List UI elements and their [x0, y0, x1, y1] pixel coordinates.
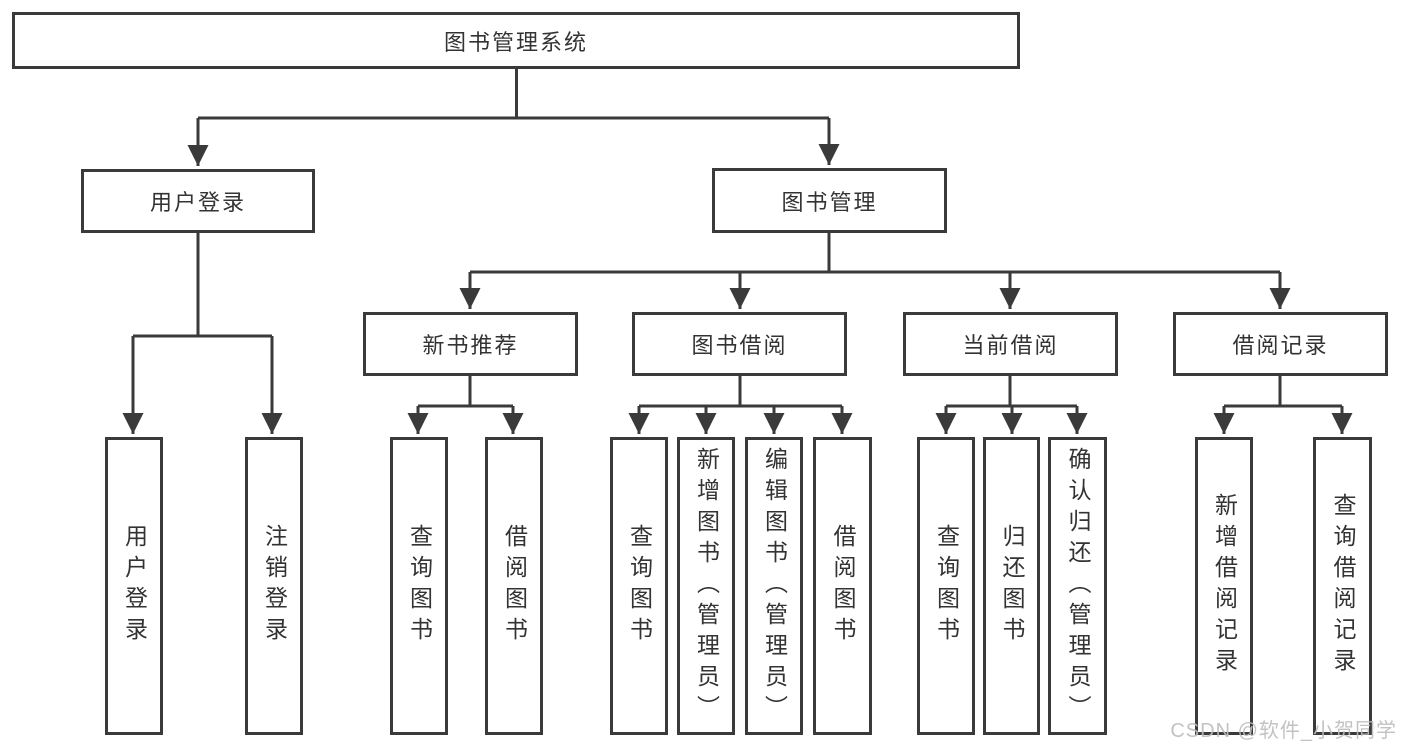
leaf-query-borrow-record: 查询借阅记录	[1313, 437, 1372, 735]
leaf-user-login: 用户登录	[105, 437, 163, 735]
node-user-login: 用户登录	[81, 169, 315, 233]
csdn-watermark: CSDN @软件_小贺同学	[1170, 720, 1397, 742]
node-current-borrow: 当前借阅	[903, 312, 1118, 376]
leaf-logout: 注销登录	[245, 437, 303, 735]
leaf-borrow-books: 借阅图书	[813, 437, 872, 735]
leaf-add-borrow-record: 新增借阅记录	[1195, 437, 1253, 735]
node-book-borrow: 图书借阅	[632, 312, 847, 376]
leaf-edit-book-admin: 编辑图书（管理员）	[745, 437, 803, 735]
leaf-query-books-current: 查询图书	[917, 437, 975, 735]
leaf-query-books-recommend: 查询图书	[390, 437, 448, 735]
leaf-query-books-borrow: 查询图书	[610, 437, 668, 735]
node-new-book-recommend: 新书推荐	[363, 312, 578, 376]
leaf-return-book: 归还图书	[983, 437, 1040, 735]
leaf-confirm-return-admin: 确认归还（管理员）	[1048, 437, 1107, 735]
node-root-system: 图书管理系统	[12, 12, 1020, 69]
leaf-add-book-admin: 新增图书（管理员）	[677, 437, 735, 735]
leaf-borrow-books-recommend: 借阅图书	[485, 437, 543, 735]
node-book-management: 图书管理	[712, 168, 947, 233]
node-borrow-records: 借阅记录	[1173, 312, 1388, 376]
